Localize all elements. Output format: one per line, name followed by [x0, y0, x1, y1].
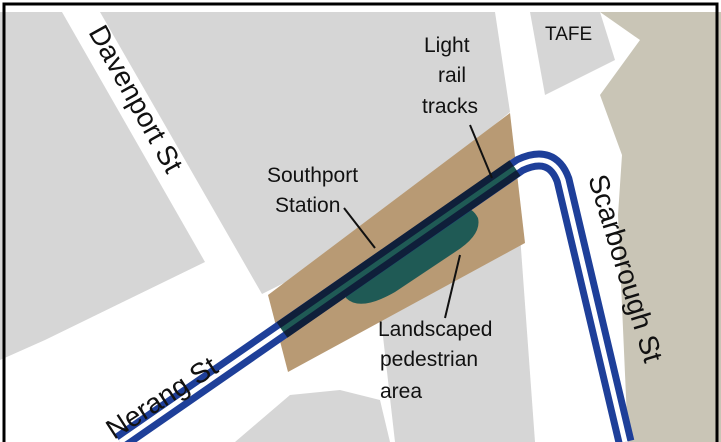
label-southport-2: Station [275, 194, 340, 217]
label-landscaped-3: area [380, 380, 422, 403]
tafe-block [600, 12, 721, 442]
callout-light-rail [469, 124, 493, 179]
label-southport-1: Southport [267, 164, 358, 187]
label-landscaped-2: pedestrian [380, 348, 478, 371]
label-light-rail-2: rail [438, 64, 466, 87]
block-middle [100, 12, 510, 294]
block-top-right [530, 12, 615, 95]
track-gap [118, 157, 628, 442]
callout-southport [343, 207, 376, 249]
label-light-rail-3: tracks [422, 95, 478, 118]
block-left-top [0, 12, 205, 360]
track-inner-gap [280, 165, 517, 333]
block-bottom-right [380, 235, 535, 442]
station-platform [345, 207, 479, 304]
label-tafe: TAFE [545, 24, 592, 45]
label-landscaped-1: Landscaped [378, 318, 492, 341]
callout-landscaped [444, 254, 461, 319]
block-bottom-left [235, 390, 390, 442]
label-light-rail-1: Light [424, 34, 470, 57]
